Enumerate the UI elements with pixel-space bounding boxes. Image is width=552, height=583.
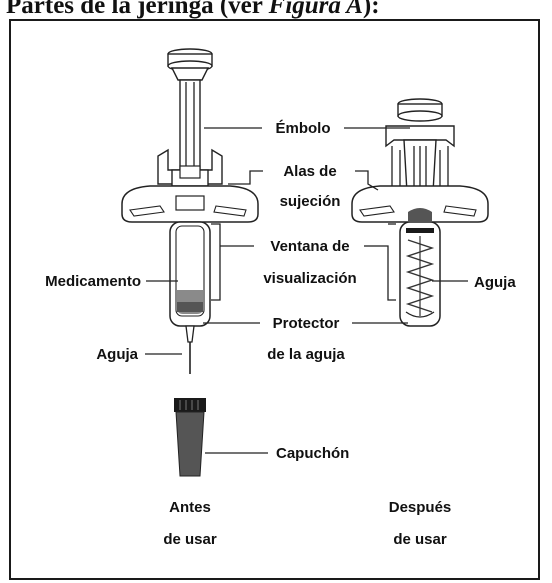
label-embolo: Émbolo [276, 120, 331, 137]
leader-lines [145, 127, 468, 454]
plunger-head-left [167, 48, 213, 81]
label-aguja-right: Aguja [474, 274, 516, 291]
plunger-rod-left [179, 79, 201, 173]
syringe-after-use [351, 98, 489, 327]
caption-after-2: de usar [393, 531, 447, 548]
label-capuchon: Capuchón [276, 445, 349, 462]
finger-flange-right [351, 185, 489, 223]
caption-before-2: de usar [163, 531, 217, 548]
label-aguja-left: Aguja [96, 346, 138, 363]
barrel-left [169, 221, 211, 327]
barrel-right [399, 208, 441, 327]
heading-prefix: Partes de la jeringa (ver [6, 0, 269, 19]
label-ventana-2: visualización [263, 270, 356, 287]
heading-figure-ref: Figura A [268, 0, 363, 19]
needle-left [185, 325, 195, 374]
needle-cap [174, 398, 206, 477]
section-heading: Partes de la jeringa (ver Figura A): [6, 0, 380, 21]
label-protector-1: Protector [273, 315, 340, 332]
label-medicamento: Medicamento [45, 273, 141, 290]
label-ventana-1: Ventana de [270, 238, 349, 255]
syringe-before-use [121, 48, 259, 477]
label-alas-2: sujeción [280, 193, 341, 210]
heading-suffix: ): [362, 0, 380, 19]
finger-flange-left [121, 185, 259, 223]
label-protector-2: de la aguja [267, 346, 345, 363]
plunger-head-right [385, 98, 455, 148]
caption-after-1: Después [389, 499, 452, 516]
label-alas-1: Alas de [283, 163, 336, 180]
figure-frame [9, 19, 540, 580]
caption-before-1: Antes [169, 499, 211, 516]
